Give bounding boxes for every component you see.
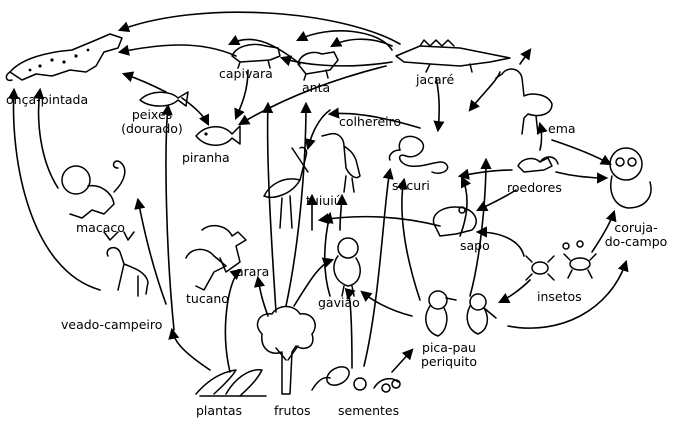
label-onca-pintada: onça-pintada [6,92,89,107]
label-picapau-line1: pica-pau [422,340,476,355]
label-picapau-line2: periquito [420,354,478,369]
label-piranha: piranha [182,150,230,165]
capybara-drawing [231,43,281,69]
label-veado-campeiro: veado-campeiro [61,317,163,332]
label-peixes-line1: peixes [131,107,173,122]
label-plantas: plantas [196,403,243,418]
label-gaviao: gavião [318,295,360,310]
label-peixes-line2: (dourado) [121,121,183,136]
dourado-fish-drawing [139,91,189,107]
insects-drawing [525,240,597,281]
label-pica-pau-periquito: pica-pau periquito [414,341,484,369]
label-tuiuiu: tuiuiú [306,193,342,208]
caiman-drawing [395,39,511,73]
macaw-toucan-drawing [185,224,247,291]
label-tucano: tucano [186,291,229,306]
label-macaco: macaco [76,220,125,235]
label-peixes: peixes (dourado) [112,108,192,136]
rhea-drawing [495,68,553,135]
label-coruja-line2: do-campo [604,234,668,249]
label-ema: ema [548,121,576,136]
label-frutos: frutos [274,403,311,418]
piranha-drawing [195,125,241,146]
spoonbill-drawing [321,132,361,193]
label-insetos: insetos [537,289,582,304]
rodents-drawing [517,156,559,173]
monkey-drawing [61,160,126,219]
plants-drawing [195,369,267,397]
label-roedores: roedores [507,180,562,195]
jaguar-drawing [5,33,123,82]
deer-drawing [103,231,149,297]
label-colhereiro: colhereiro [339,114,402,129]
label-coruja-do-campo: coruja- do-campo [596,221,676,249]
woodpecker-parakeet-drawing [425,290,497,337]
label-anta: anta [302,80,331,95]
label-jacare: jacaré [416,72,455,87]
owl-drawing [609,147,652,209]
label-sucuri: sucuri [392,178,430,193]
label-sementes: sementes [338,403,400,418]
fruit-tree-drawing [256,305,316,395]
label-arara: arara [236,264,270,279]
hawk-drawing [333,237,361,297]
label-coruja-line1: coruja- [614,220,658,235]
frog-drawing [432,206,477,237]
anaconda-drawing [388,135,449,175]
seeds-drawing [311,366,401,393]
label-capivara: capivara [219,66,273,81]
label-sapo: sapo [460,238,490,253]
food-web-arrows [7,11,629,373]
